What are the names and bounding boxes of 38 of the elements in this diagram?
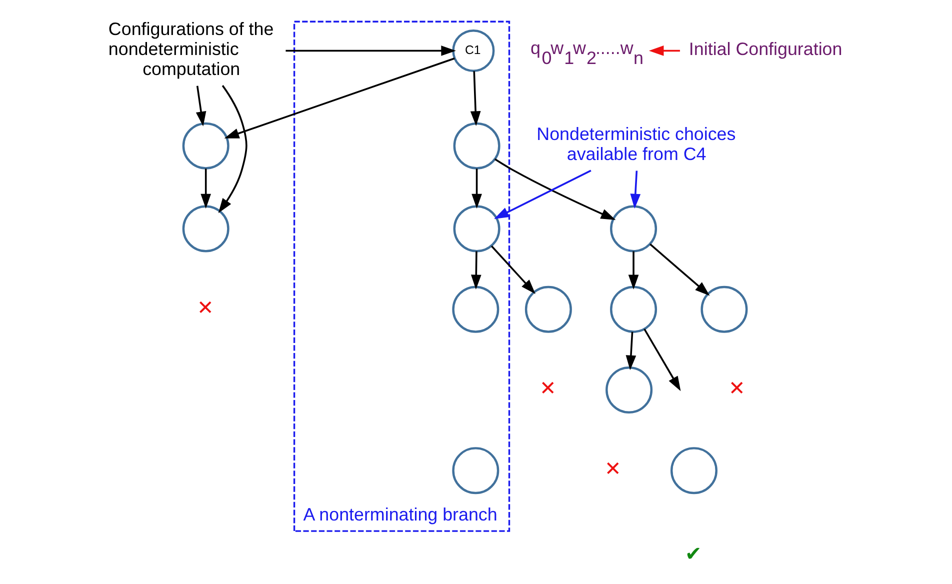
arrow <box>494 158 616 220</box>
node-label: ✕ <box>604 458 621 480</box>
arrow <box>470 71 480 126</box>
node-text: Initial Configuration <box>688 38 842 59</box>
node-circle <box>182 205 229 252</box>
node-label: ✕ <box>728 378 746 400</box>
node-circle <box>610 286 657 333</box>
arrow <box>490 246 535 294</box>
arrow <box>625 332 636 370</box>
arrow <box>285 46 456 56</box>
arrow <box>630 170 640 209</box>
node-text: Configurations of the nondeterministic computation <box>108 18 274 80</box>
node-circle <box>452 122 500 170</box>
arrow <box>494 170 591 219</box>
arrow <box>648 46 680 56</box>
arrow <box>628 251 638 290</box>
node-circle <box>605 366 652 414</box>
node-circle <box>700 286 748 333</box>
arrow <box>224 58 454 138</box>
node-circle <box>670 447 717 494</box>
arrow <box>195 86 206 126</box>
node-circle <box>524 286 572 333</box>
node-label: ✕ <box>538 378 556 400</box>
node-circle <box>610 205 657 252</box>
arrow <box>200 168 211 209</box>
arrow <box>218 85 247 214</box>
node-circle <box>182 122 229 170</box>
arrow <box>470 251 481 290</box>
node-circle <box>452 286 499 333</box>
node-circle <box>452 205 500 252</box>
node-label: ✔ <box>684 544 702 566</box>
arrow <box>471 168 482 209</box>
node-circle: C1 <box>452 29 494 72</box>
arrow <box>649 244 710 296</box>
node-text: Nondeterministic choices available from C4 <box>536 124 736 164</box>
node-label: ✕ <box>196 297 214 320</box>
arrow <box>643 328 680 392</box>
node-circle <box>452 447 499 494</box>
